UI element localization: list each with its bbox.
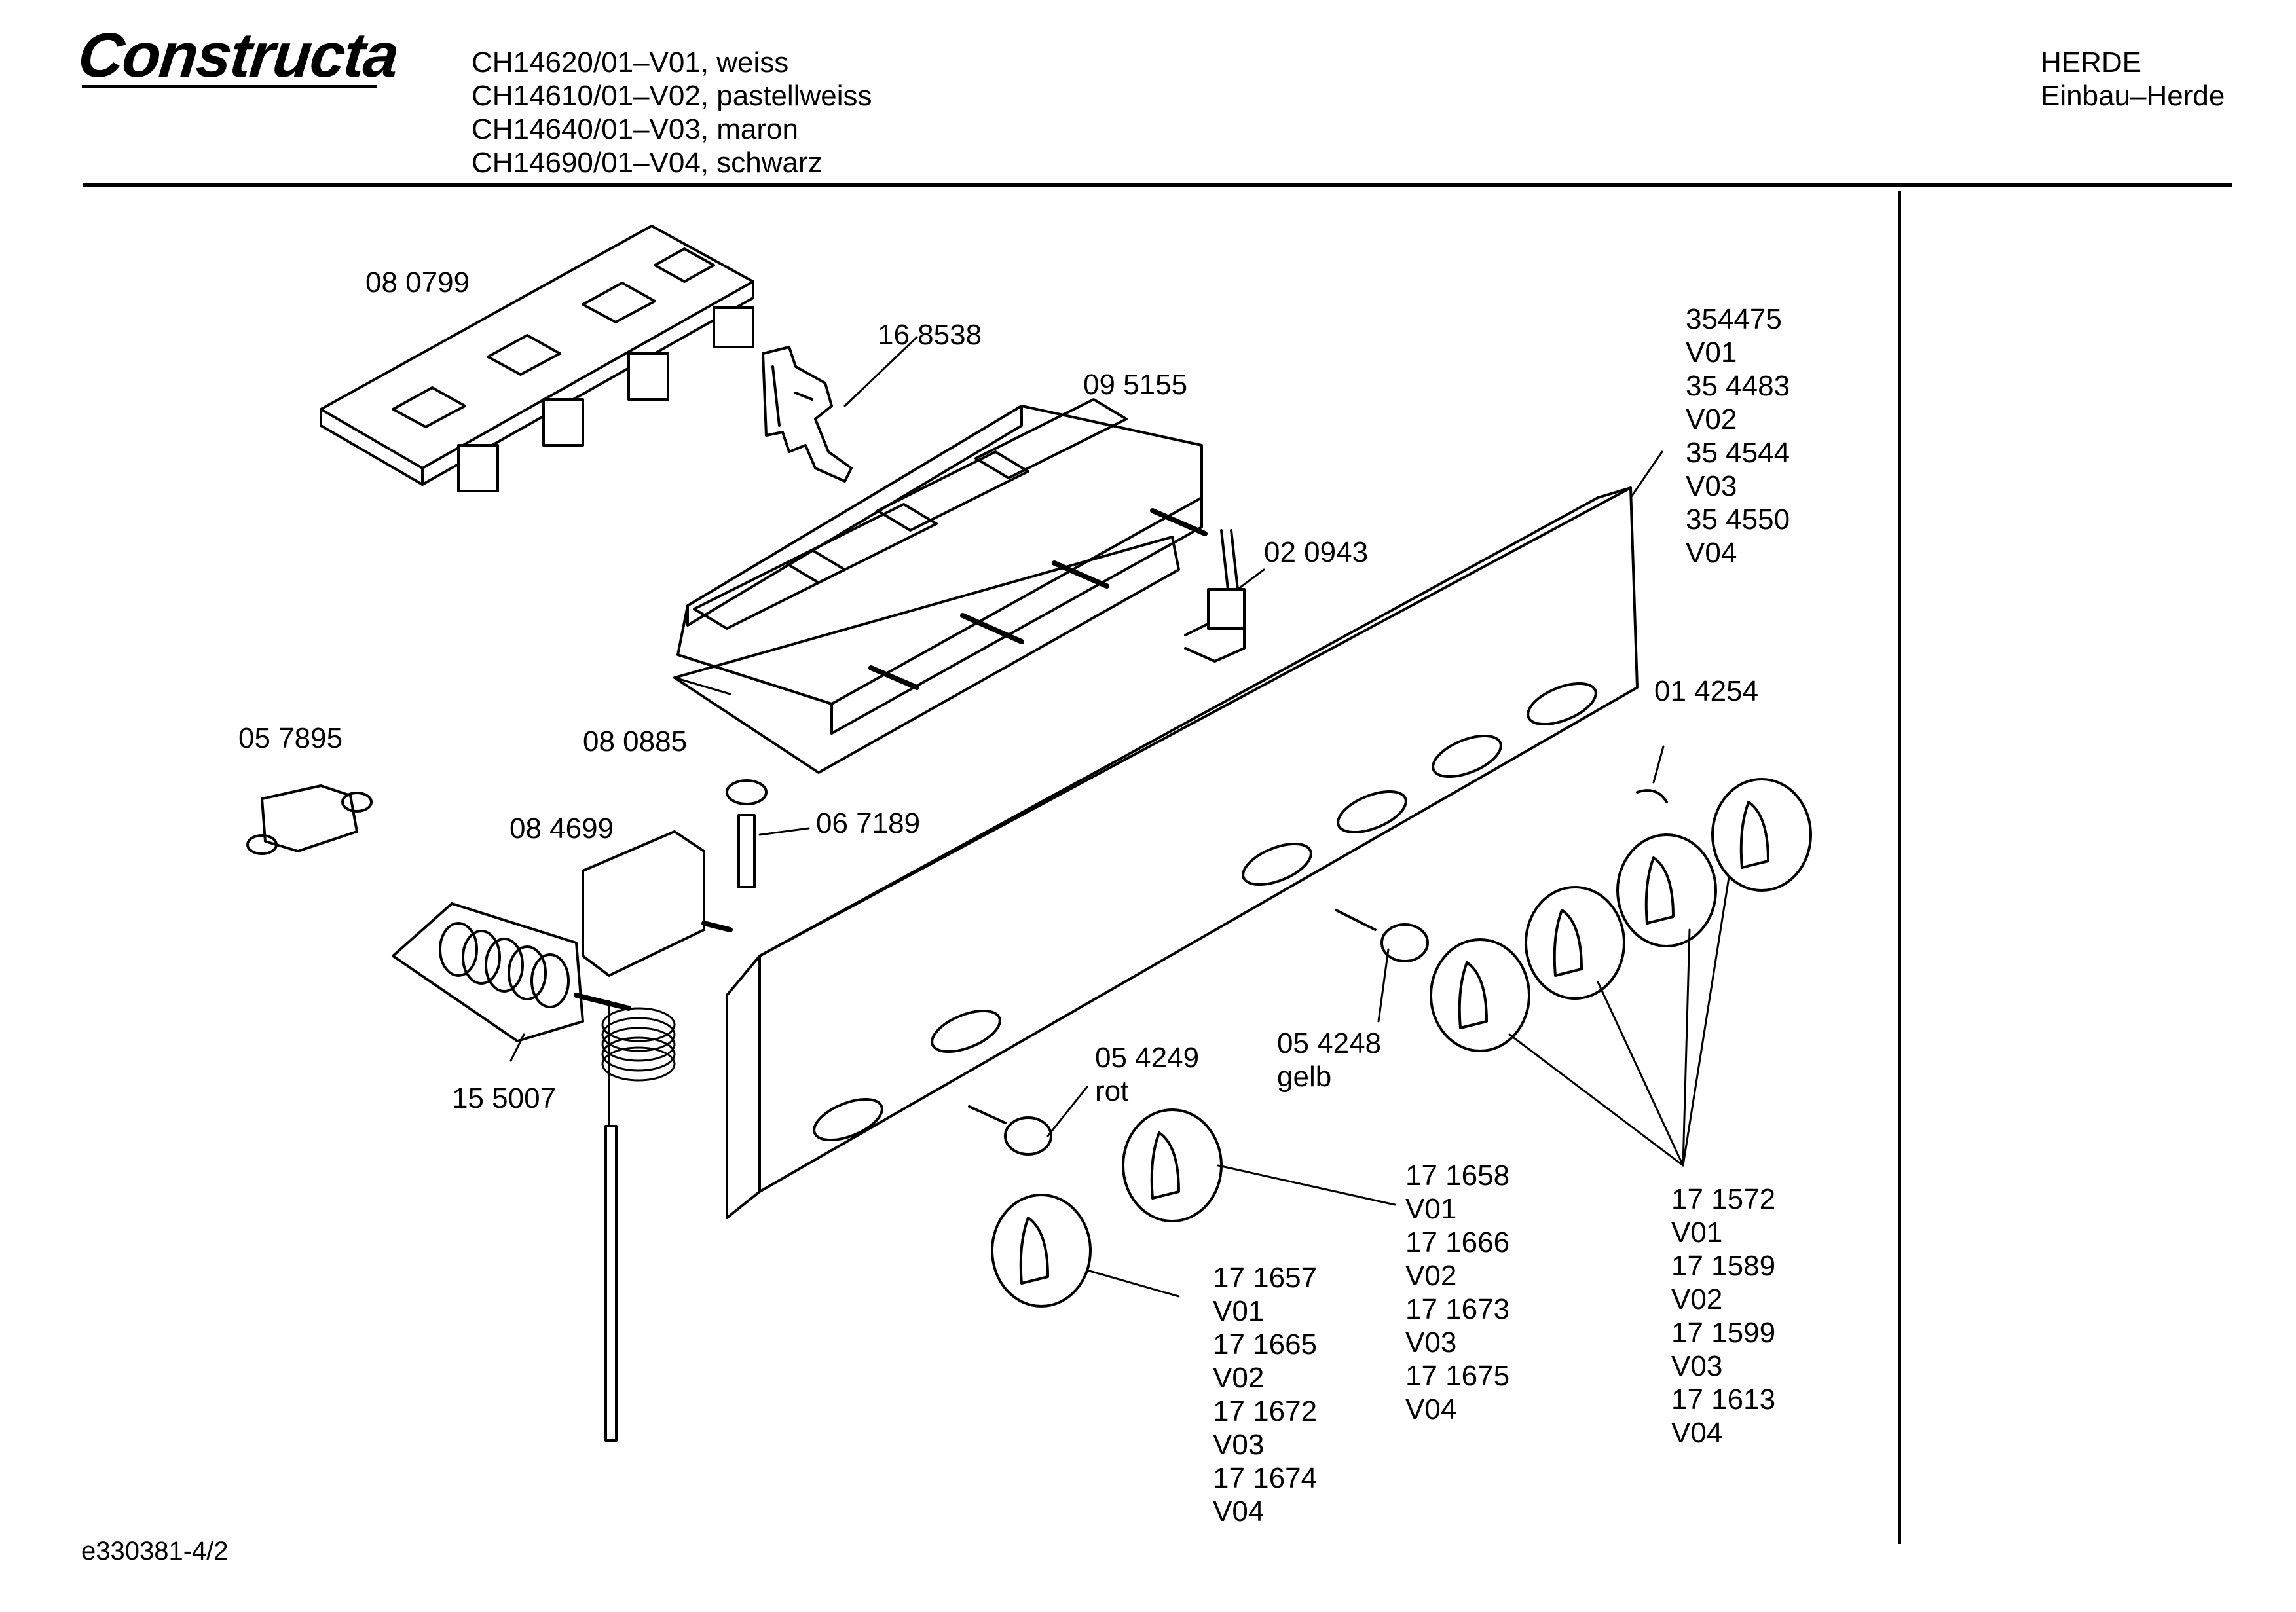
label-020943: 02 0943 (1264, 536, 1369, 568)
knob-right-1 (1430, 938, 1530, 1052)
label-knob-small: 17 1657 V01 17 1665 V02 17 1672 V03 17 1… (1213, 1261, 1317, 1528)
model-list: CH14620/01–V01, weiss CH14610/01–V02, pa… (472, 46, 872, 179)
label-014254: 01 4254 (1654, 675, 1759, 707)
label-line: V01 (1671, 1217, 1723, 1249)
drawing-reference: e330381-4/2 (81, 1537, 229, 1566)
part-sensor-pin (1184, 529, 1246, 663)
label-line: 17 1599 (1671, 1317, 1776, 1349)
label-line: 17 1672 (1213, 1395, 1318, 1427)
model-line: CH14610/01–V02, pastellweiss (472, 80, 872, 112)
label-line: 17 1665 (1213, 1328, 1318, 1361)
knob-right-2 (1525, 886, 1625, 1000)
label-line: V03 (1671, 1350, 1723, 1382)
label-line: V04 (1405, 1393, 1457, 1425)
label-line: V04 (1686, 537, 1737, 569)
category-line: HERDE (2041, 46, 2142, 79)
part-lamp-red (968, 1105, 1052, 1156)
label-line: 35 4550 (1686, 504, 1790, 536)
label-line: 17 1657 (1213, 1262, 1318, 1294)
label-line: 05 4249 (1095, 1042, 1200, 1074)
label-line: V02 (1686, 403, 1737, 435)
label-line: V01 (1686, 337, 1737, 369)
label-line: 17 1674 (1213, 1462, 1318, 1494)
label-054248: 05 4248 gelb (1277, 1027, 1381, 1093)
label-line: 35 4483 (1686, 370, 1790, 402)
thermostat-capillary-coil (601, 1007, 676, 1082)
leader-lines (509, 336, 1730, 1298)
knob-group (991, 778, 1812, 1308)
bracket-slots (392, 247, 715, 428)
label-line: 17 1675 (1405, 1360, 1510, 1392)
logo-underline (82, 85, 377, 88)
label-080799: 08 0799 (365, 266, 470, 299)
label-067189: 06 7189 (816, 807, 921, 839)
label-knob-right: 17 1572 V01 17 1589 V02 17 1599 V03 17 1… (1671, 1182, 1775, 1450)
label-168538: 16 8538 (878, 319, 982, 351)
switch-cams (693, 398, 1128, 630)
label-line: V04 (1671, 1417, 1723, 1449)
label-line: V03 (1213, 1429, 1265, 1461)
category-line: Einbau–Herde (2041, 80, 2225, 112)
part-cover-bracket (320, 225, 754, 492)
part-thermostat (582, 830, 733, 1442)
part-clip (762, 346, 853, 483)
label-line: 354475 (1686, 303, 1782, 335)
panel-knob-bosses (813, 682, 1597, 1142)
label-line: 17 1673 (1405, 1293, 1510, 1325)
label-line: 17 1572 (1671, 1183, 1776, 1215)
label-control-panel: 354475 V01 35 4483 V02 35 4544 V03 35 45… (1686, 302, 1790, 570)
label-line: 17 1658 (1405, 1160, 1510, 1192)
label-080885: 08 0885 (583, 725, 688, 758)
part-screw (726, 779, 768, 888)
label-057895: 05 7895 (238, 722, 343, 754)
knob-small (991, 1194, 1092, 1308)
label-line: V01 (1405, 1193, 1457, 1225)
label-line: V04 (1213, 1495, 1265, 1528)
part-spring-clip (1636, 789, 1668, 803)
appliance-category: HERDE Einbau–Herde (2041, 46, 2225, 113)
part-lamp-yellow (1335, 909, 1429, 962)
label-knob-mid: 17 1658 V01 17 1666 V02 17 1673 V03 17 1… (1405, 1159, 1509, 1426)
label-054249: 05 4249 rot (1095, 1041, 1199, 1108)
label-line: V03 (1686, 470, 1737, 502)
label-line: V02 (1671, 1283, 1723, 1315)
label-line: 17 1589 (1671, 1250, 1776, 1282)
knob-right-3 (1616, 833, 1717, 947)
model-line: CH14620/01–V01, weiss (472, 46, 789, 79)
bracket-tabs (457, 306, 754, 492)
header-rule (83, 183, 2232, 187)
selector-coils (439, 922, 570, 1008)
label-line: 17 1613 (1671, 1383, 1776, 1416)
label-line: 35 4544 (1686, 437, 1790, 469)
label-084699: 08 4699 (509, 813, 614, 845)
part-switch-block (676, 398, 1208, 735)
label-line: V02 (1213, 1362, 1265, 1394)
knob-right-4 (1711, 778, 1812, 892)
label-line: V03 (1405, 1327, 1457, 1359)
part-control-panel (726, 486, 1639, 1219)
label-line: gelb (1277, 1061, 1332, 1093)
label-095155: 09 5155 (1083, 369, 1188, 401)
side-rule (1898, 191, 1901, 1544)
model-line: CH14640/01–V03, maron (472, 113, 798, 145)
label-line: V02 (1405, 1260, 1457, 1292)
part-selector-switch (392, 902, 631, 1042)
knob-mid (1122, 1108, 1223, 1222)
part-terminal (246, 784, 373, 855)
model-line: CH14690/01–V04, schwarz (472, 147, 823, 179)
label-155007: 15 5007 (452, 1082, 557, 1114)
label-line: 05 4248 (1277, 1027, 1382, 1059)
part-insulation-sheet (673, 536, 1180, 774)
label-line: rot (1095, 1075, 1129, 1107)
label-line: V01 (1213, 1295, 1265, 1327)
label-line: 17 1666 (1405, 1226, 1510, 1258)
